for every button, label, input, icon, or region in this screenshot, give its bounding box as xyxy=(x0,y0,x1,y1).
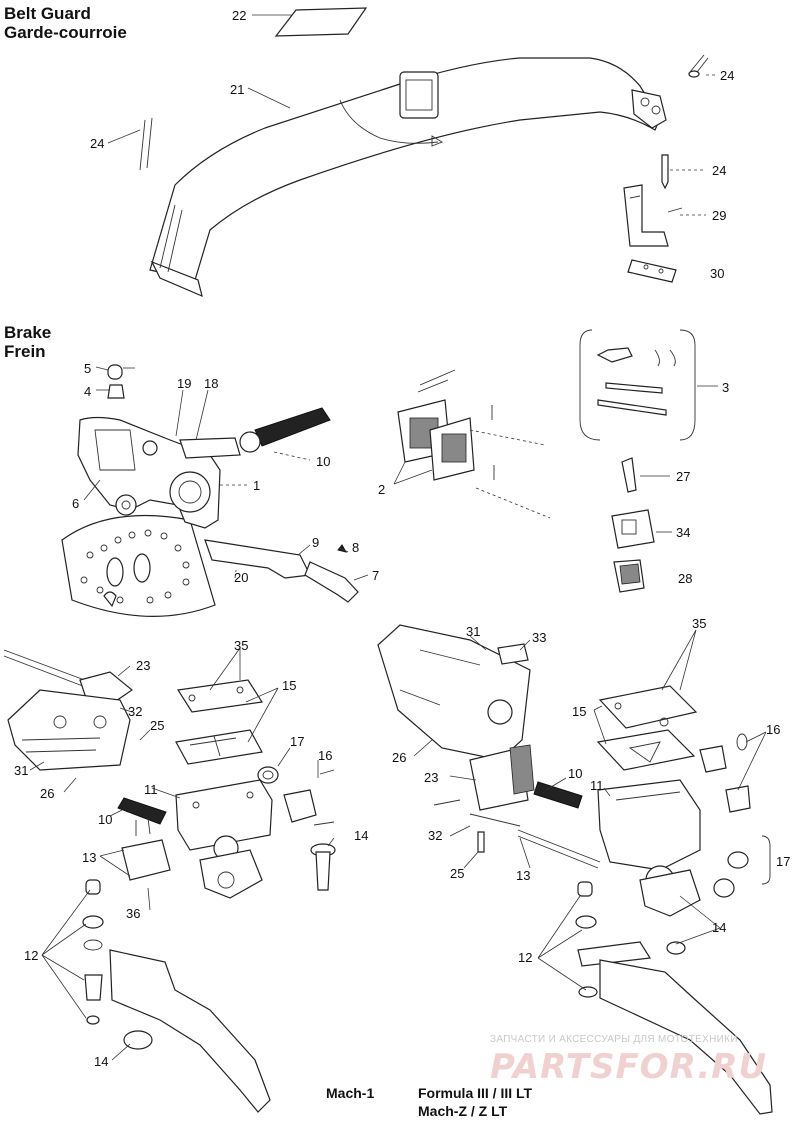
callout-4: 4 xyxy=(84,384,91,399)
caption-right-model-2: Mach-Z / Z LT xyxy=(418,1103,508,1119)
callout-19: 19 xyxy=(177,376,191,391)
callout-10: 10 xyxy=(98,812,112,827)
callout-32: 32 xyxy=(428,828,442,843)
small-parts-group xyxy=(611,457,672,593)
watermark-tagline: ЗАПЧАСТИ И АКСЕССУАРЫ ДЛЯ МОТОТЕХНИКИ xyxy=(490,1034,738,1045)
callout-2: 2 xyxy=(378,482,385,497)
callout-30: 30 xyxy=(710,266,724,281)
brake-pads-group xyxy=(393,369,551,519)
callout-22: 22 xyxy=(232,8,246,23)
callout-29: 29 xyxy=(712,208,726,223)
callout-12: 12 xyxy=(518,950,532,965)
callout-34: 34 xyxy=(676,525,690,540)
callout-36: 36 xyxy=(126,906,140,921)
callout-16: 16 xyxy=(318,748,332,763)
callout-7: 7 xyxy=(372,568,379,583)
brake-title-fr: Frein xyxy=(4,342,46,361)
callout-17: 17 xyxy=(776,854,790,869)
callout-24: 24 xyxy=(712,163,726,178)
watermark-logo: PARTSFOR.RU xyxy=(490,1047,767,1087)
callout-5: 5 xyxy=(84,361,91,376)
callout-35: 35 xyxy=(234,638,248,653)
caption-left-model: Mach-1 xyxy=(326,1085,374,1101)
belt-guard-title-fr: Garde-courroie xyxy=(4,23,127,42)
callout-1: 1 xyxy=(253,478,260,493)
callout-21: 21 xyxy=(230,82,244,97)
callout-13: 13 xyxy=(516,868,530,883)
callout-12: 12 xyxy=(24,948,38,963)
callout-26: 26 xyxy=(40,786,54,801)
callout-32: 32 xyxy=(128,704,142,719)
callout-14: 14 xyxy=(354,828,368,843)
callout-25: 25 xyxy=(450,866,464,881)
callout-15: 15 xyxy=(282,678,296,693)
caliper-part-1 xyxy=(77,416,221,529)
callout-17: 17 xyxy=(290,734,304,749)
callout-25: 25 xyxy=(150,718,164,733)
callout-11: 11 xyxy=(144,782,158,797)
belt-guard-title: Belt Guard xyxy=(4,4,91,23)
brake-lever-left xyxy=(109,949,271,1113)
callout-27: 27 xyxy=(676,469,690,484)
pins-kit-part-3 xyxy=(579,329,718,441)
brake-title: Brake xyxy=(4,323,51,342)
callout-35: 35 xyxy=(692,616,706,631)
callout-33: 33 xyxy=(532,630,546,645)
callout-13: 13 xyxy=(82,850,96,865)
callout-31: 31 xyxy=(14,763,28,778)
callout-11: 11 xyxy=(590,778,604,793)
callout-14: 14 xyxy=(94,1054,108,1069)
belt-guard-group xyxy=(107,7,718,298)
callout-24: 24 xyxy=(720,68,734,83)
callout-10: 10 xyxy=(316,454,330,469)
callout-31: 31 xyxy=(466,624,480,639)
callout-16: 16 xyxy=(766,722,780,737)
callout-6: 6 xyxy=(72,496,79,511)
decal-part-22 xyxy=(274,7,368,37)
callout-8: 8 xyxy=(352,540,359,555)
callout-9: 9 xyxy=(312,535,319,550)
callout-20: 20 xyxy=(234,570,248,585)
brake-lever-right xyxy=(599,959,773,1115)
callout-26: 26 xyxy=(392,750,406,765)
brake-caliper-group xyxy=(61,364,369,617)
master-cylinder-left-group xyxy=(3,647,336,1113)
caption-right-model-1: Formula III / III LT xyxy=(418,1085,533,1101)
callout-23: 23 xyxy=(424,770,438,785)
callout-18: 18 xyxy=(204,376,218,391)
callout-28: 28 xyxy=(678,571,692,586)
callout-15: 15 xyxy=(572,704,586,719)
callout-23: 23 xyxy=(136,658,150,673)
master-cylinder-right-group xyxy=(377,624,773,1115)
callout-24: 24 xyxy=(90,136,104,151)
belt-guard-part-21 xyxy=(149,57,661,281)
callout-3: 3 xyxy=(722,380,729,395)
callout-10: 10 xyxy=(568,766,582,781)
callout-14: 14 xyxy=(712,920,726,935)
